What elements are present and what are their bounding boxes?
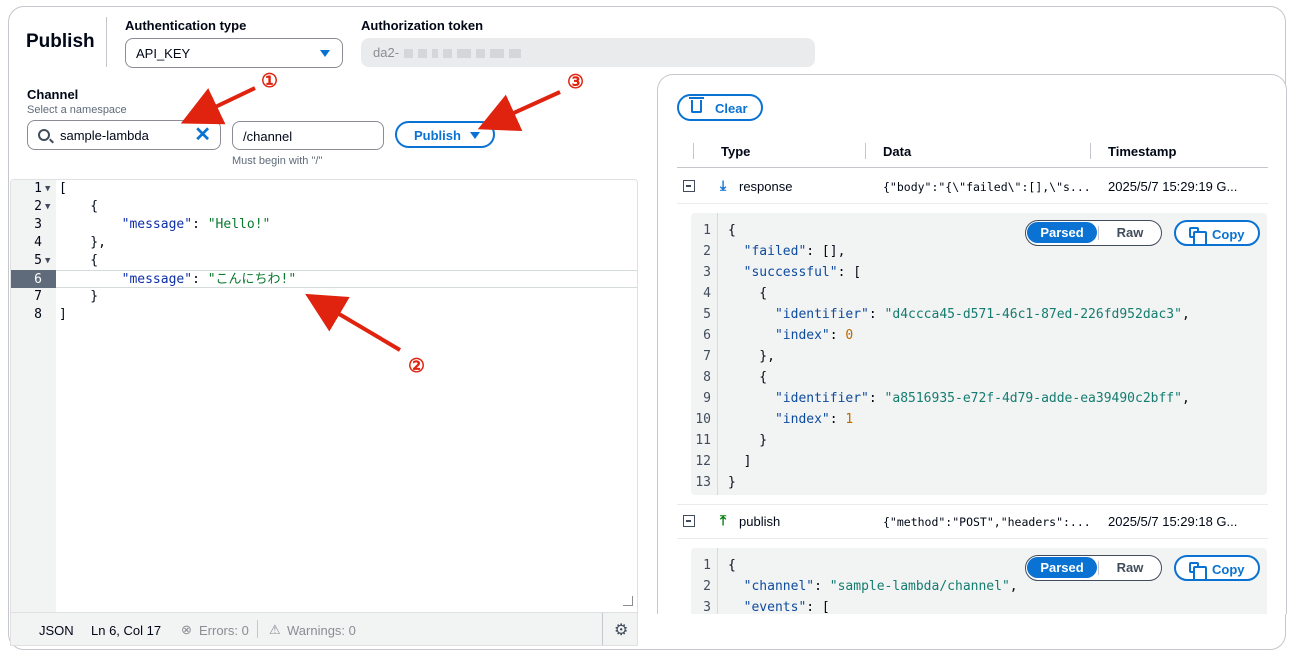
copy-button[interactable]: Copy bbox=[1174, 555, 1260, 581]
fold-icon[interactable]: ▼ bbox=[45, 184, 51, 194]
upload-arrow-icon: ⤒ bbox=[720, 512, 727, 528]
row-timestamp: 2025/5/7 15:29:18 G... bbox=[1108, 514, 1238, 529]
annotation-arrow bbox=[477, 90, 561, 132]
annotation-marker-2: ② bbox=[408, 356, 426, 377]
code-editor[interactable]: 1▼ [ 2▼ { 3 "message": "Hello!" 4 }, 5▼ … bbox=[10, 179, 638, 646]
channel-path-value: /channel bbox=[243, 129, 293, 144]
copy-button-label: Copy bbox=[1212, 562, 1245, 577]
clear-button-label: Clear bbox=[715, 101, 748, 116]
warnings-count[interactable]: Warnings: 0 bbox=[287, 623, 356, 638]
channel-path-hint: Must begin with "/" bbox=[232, 155, 323, 167]
response-json-viewer: 1{ 2 "failed": [], 3 "successful": [ 4 {… bbox=[691, 213, 1267, 495]
cursor-position: Ln 6, Col 17 bbox=[91, 623, 162, 638]
parsed-raw-toggle[interactable]: Parsed Raw bbox=[1025, 220, 1162, 246]
publish-json-viewer: 1{ 2 "channel": "sample-lambda/channel",… bbox=[691, 548, 1267, 614]
warning-icon: ⚠ bbox=[269, 622, 281, 637]
namespace-search-input[interactable]: sample-lambda ✕ bbox=[27, 120, 221, 150]
auth-type-label: Authentication type bbox=[125, 18, 247, 33]
errors-count[interactable]: Errors: 0 bbox=[199, 623, 249, 638]
parsed-option[interactable]: Parsed bbox=[1027, 222, 1097, 243]
clear-button[interactable]: Clear bbox=[677, 94, 763, 121]
channel-path-input[interactable]: /channel bbox=[232, 121, 384, 150]
copy-button-label: Copy bbox=[1212, 227, 1245, 242]
row-type: publish bbox=[739, 514, 781, 529]
editor-line: 8 ] bbox=[34, 307, 67, 322]
clear-icon[interactable]: ✕ bbox=[194, 124, 211, 146]
page-title: Publish bbox=[26, 31, 95, 52]
copy-icon bbox=[1189, 227, 1207, 246]
publish-button-label: Publish bbox=[414, 128, 461, 143]
parsed-option[interactable]: Parsed bbox=[1027, 557, 1097, 578]
annotation-marker-3: ③ bbox=[567, 72, 585, 93]
table-divider bbox=[677, 538, 1268, 539]
collapse-icon[interactable] bbox=[683, 515, 695, 527]
editor-status-bar: JSON Ln 6, Col 17 ⊗ Errors: 0 ⚠ Warnings… bbox=[11, 612, 637, 645]
column-header-timestamp[interactable]: Timestamp bbox=[1108, 144, 1177, 159]
row-type: response bbox=[739, 179, 793, 194]
auth-token-label: Authorization token bbox=[361, 18, 484, 33]
editor-line: 3 "message": "Hello!" bbox=[34, 217, 271, 232]
language-label: JSON bbox=[39, 623, 74, 638]
trash-icon bbox=[689, 97, 704, 113]
search-icon bbox=[38, 129, 50, 141]
error-icon: ⊗ bbox=[181, 622, 192, 637]
caret-down-icon bbox=[470, 132, 480, 139]
auth-type-select[interactable]: API_KEY bbox=[125, 38, 343, 68]
fold-icon[interactable]: ▼ bbox=[45, 256, 51, 266]
editor-gutter bbox=[11, 180, 56, 612]
caret-down-icon bbox=[320, 50, 330, 57]
editor-line: 7 } bbox=[34, 289, 99, 304]
copy-icon bbox=[1189, 562, 1207, 581]
status-divider bbox=[602, 613, 603, 645]
column-header-type[interactable]: Type bbox=[721, 144, 751, 159]
gear-icon[interactable]: ⚙ bbox=[614, 622, 629, 639]
publish-button[interactable]: Publish bbox=[395, 121, 495, 148]
channel-description: Select a namespace bbox=[27, 104, 127, 116]
auth-token-field[interactable]: da2- bbox=[361, 38, 815, 67]
table-divider bbox=[677, 203, 1268, 204]
resize-handle-icon[interactable] bbox=[623, 596, 633, 606]
row-data: {"body":"{\"failed\":[],\"s... bbox=[883, 180, 1091, 194]
editor-line: 5▼ { bbox=[34, 253, 99, 268]
table-divider bbox=[677, 167, 1268, 168]
annotation-arrow bbox=[305, 293, 402, 352]
row-timestamp: 2025/5/7 15:29:19 G... bbox=[1108, 179, 1238, 194]
annotation-marker-1: ① bbox=[261, 71, 279, 92]
fold-icon[interactable]: ▼ bbox=[45, 202, 51, 212]
editor-line: 2▼ { bbox=[34, 199, 99, 214]
editor-line-active: 6 "message": "こんにちわ!" bbox=[11, 270, 637, 288]
auth-token-prefix: da2- bbox=[373, 45, 400, 60]
column-divider bbox=[693, 143, 694, 159]
channel-label: Channel bbox=[27, 87, 79, 102]
table-divider bbox=[677, 504, 1268, 505]
column-divider bbox=[865, 143, 866, 159]
editor-line: 1▼ [ bbox=[34, 181, 67, 196]
collapse-icon[interactable] bbox=[683, 180, 695, 192]
editor-line: 4 }, bbox=[34, 235, 106, 250]
row-data: {"method":"POST","headers":... bbox=[883, 515, 1091, 529]
download-arrow-icon: ⤓ bbox=[720, 177, 727, 193]
raw-option[interactable]: Raw bbox=[1116, 560, 1144, 575]
events-log-panel: Clear Type Data Timestamp ⤓ response {"b… bbox=[657, 74, 1287, 614]
header-divider bbox=[106, 17, 107, 67]
raw-option[interactable]: Raw bbox=[1116, 225, 1144, 240]
namespace-value: sample-lambda bbox=[60, 128, 149, 143]
annotation-arrow bbox=[180, 86, 256, 125]
parsed-raw-toggle[interactable]: Parsed Raw bbox=[1025, 555, 1162, 581]
column-divider bbox=[1090, 143, 1091, 159]
column-header-data[interactable]: Data bbox=[883, 144, 912, 159]
copy-button[interactable]: Copy bbox=[1174, 220, 1260, 246]
auth-type-value: API_KEY bbox=[136, 46, 191, 61]
status-divider bbox=[257, 620, 258, 638]
